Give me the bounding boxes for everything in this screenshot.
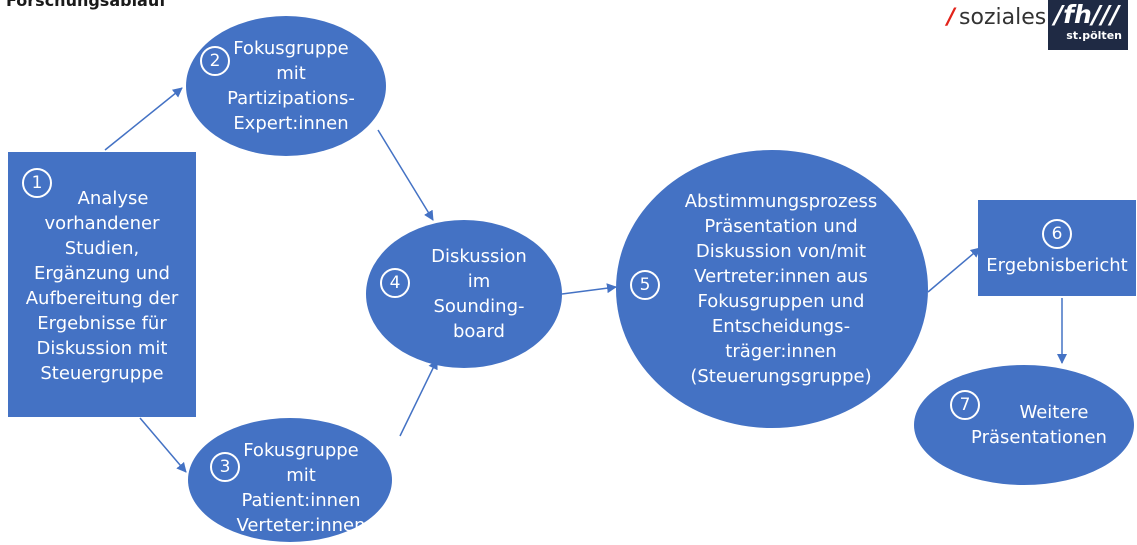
step-5-number-badge: 5 [630, 270, 660, 300]
step-7-number-badge: 7 [950, 390, 980, 420]
page-title: Forschungsablauf [6, 0, 167, 10]
arrow-1-to-3 [139, 417, 187, 473]
arrow-1-to-2 [104, 87, 183, 151]
arrow-2-to-4 [377, 129, 434, 221]
fh-st-poelten-logo: /soziales /fh/// st.pölten [947, 0, 1129, 50]
step-3-label: Fokusgruppe mit Patient:innen Verteter:i… [236, 440, 366, 536]
step-6-number-badge: 6 [1042, 218, 1072, 249]
step-4-soundingboard: 4 Diskussion im Sounding- board [366, 220, 562, 368]
step-7-label: Weitere Präsentationen [971, 402, 1107, 448]
step-1-analysis-box: 1 Analyse vorhandener Studien, Ergänzung… [8, 152, 196, 417]
arrow-3-to-4 [399, 359, 438, 437]
logo-soziales-text: /soziales [947, 5, 1047, 30]
step-2-number-badge: 2 [200, 46, 230, 76]
step-2-label: Fokusgruppe mit Partizipations- Expert:i… [227, 38, 355, 134]
step-1-label: Analyse vorhandener Studien, Ergänzung u… [25, 187, 179, 384]
arrow-4-to-5 [561, 283, 617, 295]
step-3-number-badge: 3 [210, 452, 240, 482]
step-6-label: Ergebnisbericht [986, 254, 1128, 276]
logo-fh-mark: /fh/// st.pölten [1048, 0, 1128, 50]
step-5-label: Abstimmungsprozess Präsentation und Disk… [684, 191, 878, 387]
step-7-further-presentations: 7 Weitere Präsentationen [914, 365, 1134, 485]
step-4-label: Diskussion im Sounding- board [431, 246, 527, 342]
step-2-focus-group-experts: 2 Fokusgruppe mit Partizipations- Expert… [186, 16, 386, 156]
step-3-focus-group-patients: 3 Fokusgruppe mit Patient:innen Verteter… [188, 418, 392, 542]
step-1-number-badge: 1 [22, 168, 52, 198]
step-6-results-report: 6 Ergebnisbericht [978, 200, 1136, 296]
step-5-voting-process: 5 Abstimmungsprozess Präsentation und Di… [616, 150, 928, 428]
arrow-5-to-6 [927, 247, 981, 293]
step-4-number-badge: 4 [380, 268, 410, 298]
